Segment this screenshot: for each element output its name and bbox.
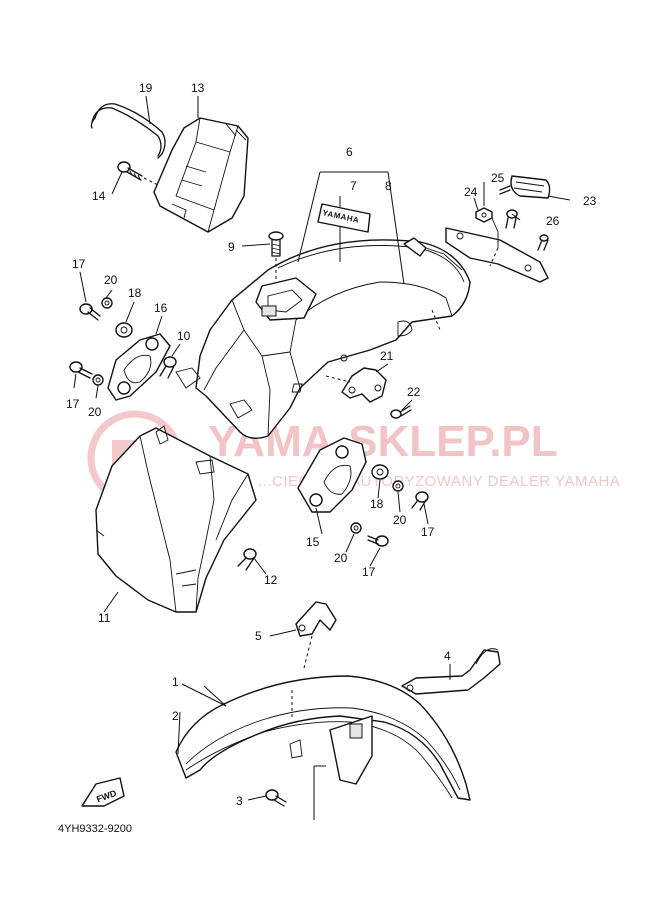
part-20-washer-right-bottom <box>350 522 362 534</box>
callout-7: 7 <box>350 179 357 193</box>
part-17-bolt-right-top <box>411 491 429 511</box>
leader-lines <box>73 95 571 820</box>
callout-17-right-top: 17 <box>421 525 435 539</box>
callout-20-right-bottom: 20 <box>334 551 348 565</box>
callout-20-right-top: 20 <box>393 513 407 527</box>
part-17-bolt-left-top <box>79 303 101 321</box>
part-9-bolt <box>268 231 284 282</box>
watermark-subtitle: AUTORYZOWANY DEALER YAMAHA <box>350 473 620 490</box>
part-7-emblem: YAMAHA <box>317 203 371 233</box>
callout-18-right: 18 <box>370 497 384 511</box>
part-25-bolt <box>499 185 511 195</box>
license-bracket <box>445 217 549 283</box>
part-22-screw <box>390 405 412 419</box>
callout-17-right-bottom: 17 <box>362 565 376 579</box>
callout-22: 22 <box>407 385 421 399</box>
part-17-bolt-left-bottom <box>69 361 93 379</box>
callout-20-left-top: 20 <box>104 273 118 287</box>
part-24-nut <box>475 207 493 223</box>
callout-2: 2 <box>172 709 179 723</box>
part-16-plate <box>107 333 171 401</box>
part-23-reflector <box>510 175 551 199</box>
diagram-code: 4YH9332-9200 <box>58 823 132 835</box>
part-19-band <box>90 103 166 159</box>
callout-labels: 19 13 14 6 7 8 9 24 25 23 26 17 20 18 16… <box>66 81 597 808</box>
callout-18-left: 18 <box>128 286 142 300</box>
callout-1: 1 <box>172 675 179 689</box>
part-13-cover <box>153 117 249 233</box>
fwd-arrow: FWD <box>81 777 125 807</box>
callout-24: 24 <box>464 185 478 199</box>
part-20-washer-right-top <box>392 480 404 492</box>
fender-tab <box>403 237 427 257</box>
callout-10: 10 <box>177 329 191 343</box>
callout-9: 9 <box>228 240 235 254</box>
callout-20-left-bottom: 20 <box>88 405 102 419</box>
rear-fender <box>175 171 471 439</box>
callout-8: 8 <box>385 179 392 193</box>
callout-17-left-bottom: 17 <box>66 397 80 411</box>
callout-26: 26 <box>546 214 560 228</box>
part-10-bolt <box>159 356 177 379</box>
part-20-washer-left-top <box>101 297 113 309</box>
part-3-bolt <box>265 789 287 807</box>
callout-4: 4 <box>444 649 451 663</box>
callout-13: 13 <box>191 81 205 95</box>
callout-19: 19 <box>139 81 153 95</box>
part-15-plate <box>297 437 367 513</box>
callout-3: 3 <box>236 794 243 808</box>
callout-11: 11 <box>98 611 111 625</box>
part-20-washer-left-bottom <box>92 374 104 386</box>
part-12-bolt <box>237 548 257 571</box>
part-17-bolt-right-bottom <box>367 535 389 547</box>
part-18-collar-left <box>115 322 133 338</box>
part-21-bracket <box>325 367 387 403</box>
part-14-screw <box>117 161 161 187</box>
callout-6: 6 <box>346 145 353 159</box>
callout-17-left-top: 17 <box>72 257 86 271</box>
callout-12: 12 <box>264 573 278 587</box>
callout-5: 5 <box>255 629 262 643</box>
part-4-bracket <box>401 648 501 695</box>
part-26-screw <box>505 209 518 229</box>
part-5-clamp <box>295 601 337 669</box>
callout-15: 15 <box>306 535 320 549</box>
part-11-inner-fender <box>95 425 257 613</box>
callout-25: 25 <box>491 171 505 185</box>
callout-14: 14 <box>92 189 106 203</box>
callout-23: 23 <box>583 194 597 208</box>
callout-16: 16 <box>154 301 168 315</box>
front-fender <box>175 675 471 801</box>
callout-21: 21 <box>380 349 394 363</box>
part-18-collar-right <box>371 464 389 480</box>
